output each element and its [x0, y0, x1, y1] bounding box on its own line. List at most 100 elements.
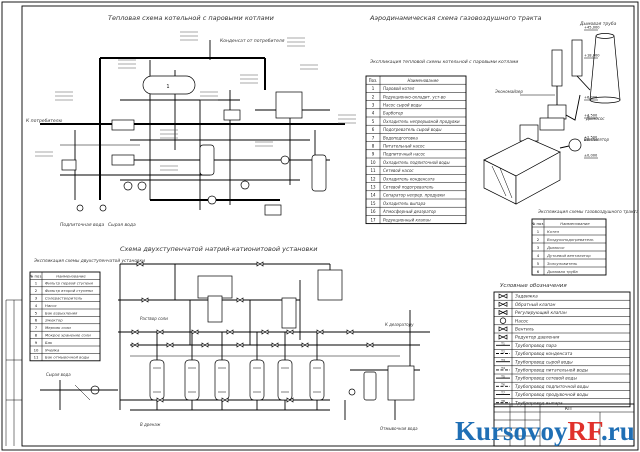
- filter-vessel: [149, 359, 165, 401]
- explication-thermal-row-name: Редукционный клапан: [383, 217, 431, 222]
- valve-icon: [131, 342, 139, 348]
- explication-thermal-row-name: Насос сырой воды: [383, 103, 422, 108]
- explication-thermal-row-no: 2: [372, 94, 375, 99]
- legend-item-label: Редуктор давления: [515, 335, 560, 341]
- explication-twostage-row-name: Бак отмывочной воды: [45, 355, 89, 360]
- explication-aero-row-name: Дымосос: [546, 245, 566, 250]
- explication-twostage-row-name: Фильтр второй ступени: [45, 288, 93, 293]
- economizer-label: Экономайзер: [494, 89, 523, 94]
- valve-icon: [316, 329, 324, 335]
- wash-water-tank: [317, 269, 343, 301]
- elevation-mark: ±0,000: [584, 154, 598, 158]
- valve-icon: [131, 329, 139, 335]
- explication-thermal-row-no: 3: [372, 103, 375, 108]
- explication-thermal-row-name: Сепаратор непрер. продувки: [383, 193, 445, 198]
- legend-item-label: Вентиль: [515, 327, 534, 333]
- explication-aero-row-no: 1: [537, 229, 540, 234]
- explication-twostage-row-no: 5: [35, 310, 38, 315]
- valve-icon: [286, 397, 294, 403]
- explication-aero-row-no: 4: [537, 253, 540, 258]
- explication-aero-title: Экспликация схемы газовоздушного тракта: [537, 209, 639, 215]
- explication-twostage-row-no: 3: [35, 296, 38, 301]
- explication-twostage-row-no: 8: [35, 333, 38, 338]
- to-consumer-label: К потребителю: [26, 118, 63, 124]
- explication-thermal-row-no: 7: [372, 135, 375, 140]
- legend-item-label: Обратный клапан: [515, 302, 556, 308]
- explication-twostage-row-name: Насос: [45, 303, 58, 308]
- legend-item-label: Регулирующий клапан: [515, 310, 567, 316]
- explication-thermal-row-name: Питательный насос: [383, 144, 425, 149]
- elevation-mark: +18,000: [584, 54, 600, 58]
- explication-twostage-title: Экспликация схемы двухступенчатой устано…: [33, 258, 145, 264]
- title-block: КП: [493, 403, 635, 447]
- valve-icon: [156, 397, 164, 403]
- pump-symbol: [123, 181, 133, 191]
- explication-thermal-row-name: Атмосферный деаэратор: [382, 209, 436, 214]
- boiler-drum: [142, 75, 196, 95]
- svg-text:T2: T2: [500, 350, 505, 354]
- explication-aero-row-no: 2: [537, 237, 540, 242]
- explication-thermal-row-name: Водоподготовка: [383, 135, 418, 140]
- valve-icon: [166, 342, 174, 348]
- svg-text:1: 1: [166, 84, 169, 90]
- explication-twostage-row-no: 1: [35, 281, 38, 286]
- salt-dissolver: [197, 275, 233, 299]
- valve-icon: [346, 329, 354, 335]
- legend-valve-icon: [498, 309, 508, 316]
- explication-thermal-row-no: 8: [372, 144, 375, 149]
- valve-icon: [366, 342, 374, 348]
- valve-icon: [191, 329, 199, 335]
- filter-vessel: [184, 359, 200, 401]
- explication-twostage-row-no: 7: [35, 325, 38, 330]
- svg-text:T3: T3: [500, 358, 505, 362]
- explication-aero-row-name: Воздухоподогреватель: [547, 237, 594, 242]
- explication-thermal-row-no: 10: [370, 160, 376, 165]
- explication-aero-row-name: Золоуловитель: [547, 261, 577, 266]
- to-deaerator-label: К деаэратору: [385, 322, 414, 327]
- valve-icon: [201, 342, 209, 348]
- title-block-code: КП: [565, 406, 572, 412]
- raw-water-in-label: Сырая вода: [46, 372, 71, 377]
- valve-icon: [286, 329, 294, 335]
- explication-aero-row-no: 3: [537, 245, 540, 250]
- explication-twostage-row-name: Фильтр первой ступени: [45, 281, 94, 286]
- elevation-mark: +2,500: [584, 136, 598, 140]
- explication-aero-header-no: № поз.: [531, 221, 544, 226]
- explication-thermal-row-no: 9: [372, 152, 375, 157]
- two-stage-scheme-title: Схема двухступенчатой натрий-катионитово…: [120, 245, 318, 253]
- salt-solution-label: Раствор соли: [140, 316, 168, 321]
- valve-icon: [261, 329, 269, 335]
- legend-pump-icon: [499, 317, 507, 324]
- legend-valve-icon: [498, 293, 508, 299]
- thermal-scheme-title: Тепловая схема котельной с паровыми котл…: [108, 14, 274, 22]
- explication-thermal-row-no: 5: [372, 119, 375, 124]
- treated-water-tank: [387, 365, 415, 401]
- elevation-mark: +6,000: [584, 96, 598, 100]
- explication-twostage-header-no: № поз.: [29, 273, 42, 278]
- fan: [568, 138, 582, 152]
- svg-text:T1: T1: [500, 342, 505, 346]
- legend-item-label: Трубопровод сырой воды: [515, 359, 573, 365]
- aerodynamic-scheme: Дымовая труба Экономайзер Вентилятор Дым…: [483, 21, 621, 205]
- explication-thermal-row-name: Охладитель конденсата: [383, 176, 435, 181]
- explication-twostage-row-no: 2: [35, 288, 38, 293]
- watermark: KursovoyRF.ru: [455, 416, 635, 446]
- explication-thermal-row-name: Сетевой насос: [383, 168, 414, 173]
- explication-twostage-row-name: Бак взрыхления: [45, 310, 78, 315]
- explication-aero-header-name: Наименование: [560, 221, 590, 226]
- valve-icon: [136, 261, 144, 267]
- explication-twostage-header-name: Наименование: [56, 273, 86, 278]
- legend-title: Условные обозначения: [500, 283, 567, 289]
- legend-item-label: Трубопровод пара: [515, 343, 557, 349]
- legend-valve-icon: [498, 334, 508, 340]
- filter-vessel: [214, 359, 230, 401]
- explication-thermal-header-no: Поз.: [369, 78, 378, 83]
- aerodynamic-scheme-title: Аэродинамическая схема газовоздушного тр…: [369, 14, 542, 22]
- explication-twostage-row-no: 11: [34, 355, 39, 360]
- explication-thermal-row-name: Охладитель выпара: [383, 201, 426, 206]
- explication-aero-frame: [531, 218, 607, 276]
- legend-item-label: Насос: [515, 318, 529, 324]
- legend-item-label: Трубопровод конденсата: [515, 351, 573, 357]
- explication-thermal-title: Экспликация тепловой схемы котельной с п…: [369, 59, 518, 65]
